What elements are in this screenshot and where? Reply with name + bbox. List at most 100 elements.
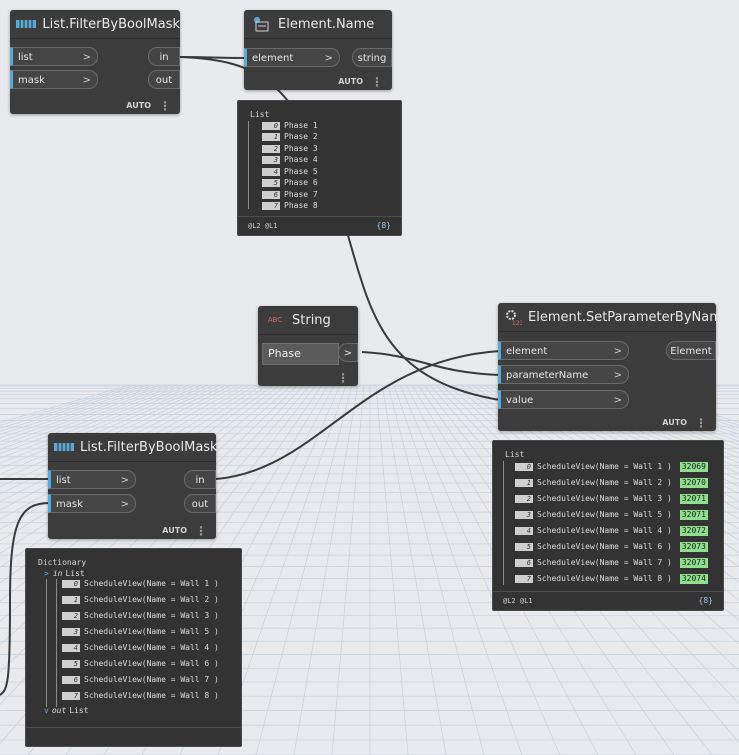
index-badge: 2 bbox=[262, 144, 280, 153]
item-text: Phase 3 bbox=[284, 144, 318, 153]
list-item: 5 ScheduleView(Name = Wall 6 ) bbox=[62, 658, 219, 669]
chevron-right-icon: > bbox=[613, 395, 622, 406]
preview-title: Dictionary bbox=[38, 558, 87, 567]
preview-title: List bbox=[505, 450, 525, 459]
key-label: out bbox=[51, 706, 67, 715]
more-options-icon[interactable]: ⋮ bbox=[371, 74, 383, 89]
lacing-label: AUTO bbox=[126, 101, 151, 110]
more-options-icon[interactable]: ⋮ bbox=[159, 98, 171, 113]
preview-footer: @L2 @L1 {8} bbox=[493, 591, 723, 610]
index-badge: 5 bbox=[262, 178, 280, 187]
node-element-name[interactable]: Element.Name element > string AUTO ⋮ bbox=[244, 10, 392, 90]
element-id-badge: 32073 bbox=[679, 557, 708, 568]
output-port-string[interactable]: > bbox=[338, 343, 358, 362]
output-port-string[interactable]: string bbox=[352, 48, 392, 67]
output-port-element[interactable]: Element bbox=[666, 341, 716, 360]
input-port-element[interactable]: element> bbox=[498, 341, 629, 360]
port-label: mask bbox=[18, 75, 45, 86]
input-port-mask[interactable]: mask> bbox=[10, 70, 98, 89]
index-badge: 0 bbox=[62, 579, 80, 588]
chevron-right-icon: > bbox=[324, 53, 333, 64]
item-text: ScheduleView(Name = Wall 7 ) bbox=[84, 675, 219, 684]
string-value-input[interactable]: Phase bbox=[262, 343, 339, 365]
item-text: ScheduleView(Name = Wall 3 ) bbox=[84, 611, 219, 620]
chevron-right-icon[interactable]: > bbox=[44, 569, 49, 578]
node-footer: ⋮ bbox=[337, 371, 349, 385]
port-label: element bbox=[252, 53, 294, 64]
list-levels: @L2 @L1 bbox=[248, 222, 278, 230]
item-text: Phase 8 bbox=[284, 201, 318, 210]
more-options-icon[interactable]: ⋮ bbox=[195, 523, 207, 538]
index-badge: 1 bbox=[515, 478, 533, 487]
node-header[interactable]: 123 Element.SetParameterByName bbox=[498, 303, 730, 332]
list-levels: @L2 @L1 bbox=[503, 597, 533, 605]
node-element-set-parameter-by-name[interactable]: 123 Element.SetParameterByName element> … bbox=[498, 303, 730, 431]
node-footer: AUTO⋮ bbox=[162, 523, 207, 538]
output-port-in[interactable]: in bbox=[148, 47, 180, 66]
node-filter-by-bool-mask-bottom[interactable]: List.FilterByBoolMask list> mask> in out… bbox=[48, 433, 218, 539]
node-string[interactable]: ABC String Phase > ⋮ bbox=[258, 306, 358, 386]
input-port-parametername[interactable]: parameterName> bbox=[498, 365, 629, 384]
item-text: ScheduleView(Name = Wall 4 ) bbox=[84, 643, 219, 652]
chevron-down-icon[interactable]: v bbox=[44, 706, 49, 715]
index-badge: 3 bbox=[62, 627, 80, 636]
port-label: list bbox=[56, 475, 71, 486]
node-header[interactable]: Element.Name bbox=[244, 10, 392, 39]
node-header[interactable]: ABC String bbox=[258, 306, 358, 335]
index-badge: 5 bbox=[62, 659, 80, 668]
input-port-list[interactable]: list> bbox=[48, 470, 136, 489]
list-icon bbox=[54, 438, 74, 456]
more-options-icon[interactable]: ⋮ bbox=[695, 415, 707, 430]
index-badge: 6 bbox=[515, 558, 533, 567]
item-count: {8} bbox=[376, 221, 391, 230]
index-badge: 2 bbox=[515, 494, 533, 503]
dictionary-key-out[interactable]: v out List bbox=[44, 705, 89, 716]
element-id-badge: 32073 bbox=[679, 541, 708, 552]
item-text: ScheduleView(Name = Wall 6 ) bbox=[84, 659, 219, 668]
svg-text:123: 123 bbox=[512, 320, 522, 326]
output-port-in[interactable]: in bbox=[184, 470, 216, 489]
item-count: {8} bbox=[698, 596, 713, 605]
node-footer: AUTO ⋮ bbox=[126, 98, 171, 113]
lacing-label: AUTO bbox=[338, 77, 363, 86]
list-item: 2 Phase 3 bbox=[262, 143, 318, 154]
index-badge: 4 bbox=[515, 526, 533, 535]
tree-line bbox=[503, 461, 504, 585]
item-text: Phase 2 bbox=[284, 132, 318, 141]
node-header[interactable]: List.FilterByBoolMask bbox=[10, 10, 180, 39]
index-badge: 0 bbox=[262, 121, 280, 130]
element-id-badge: 32070 bbox=[679, 477, 708, 488]
output-port-out[interactable]: out bbox=[184, 494, 216, 513]
node-title: Element.Name bbox=[278, 16, 375, 32]
more-options-icon[interactable]: ⋮ bbox=[337, 371, 349, 385]
item-text: ScheduleView(Name = Wall 1 ) bbox=[84, 579, 219, 588]
element-icon bbox=[250, 15, 272, 33]
chevron-right-icon: > bbox=[613, 370, 622, 381]
element-id-badge: 32072 bbox=[679, 525, 708, 536]
node-header[interactable]: List.FilterByBoolMask bbox=[48, 433, 218, 462]
input-port-list[interactable]: list> bbox=[10, 47, 98, 66]
input-port-value[interactable]: value> bbox=[498, 390, 629, 409]
tree-line bbox=[248, 121, 249, 209]
node-filter-by-bool-mask-top[interactable]: List.FilterByBoolMask list> mask> in out… bbox=[10, 10, 180, 114]
input-port-mask[interactable]: mask> bbox=[48, 494, 136, 513]
input-port-element[interactable]: element > bbox=[244, 48, 340, 67]
output-port-out[interactable]: out bbox=[148, 70, 180, 89]
node-title: Element.SetParameterByName bbox=[528, 309, 730, 325]
